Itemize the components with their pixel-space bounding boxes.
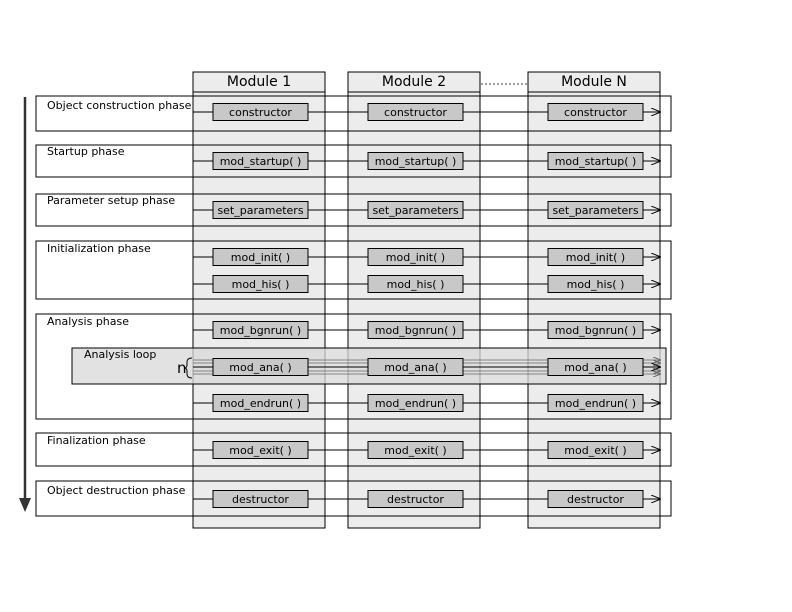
- function-label: set_parameters: [217, 204, 303, 217]
- function-box-set-parameters: [367, 201, 464, 219]
- function-box-set-parameters: [547, 201, 644, 219]
- function-label: mod_his( ): [567, 278, 625, 291]
- loop-brace-icon: [183, 357, 193, 379]
- function-box-mod-his: [547, 275, 644, 293]
- function-box-mod-ana: [367, 358, 464, 376]
- function-label: destructor: [387, 493, 444, 506]
- function-label: constructor: [229, 106, 292, 119]
- function-box-mod-exit: [367, 441, 464, 459]
- function-label: mod_endrun( ): [220, 397, 301, 410]
- loop-count-label: n: [177, 359, 187, 377]
- function-label: mod_init( ): [386, 251, 445, 264]
- phase-label: Initialization phase: [47, 242, 151, 255]
- function-label: mod_startup( ): [375, 155, 457, 168]
- function-box-mod-bgnrun: [367, 321, 464, 339]
- function-label: mod_startup( ): [555, 155, 637, 168]
- function-box-mod-startup: [367, 152, 464, 170]
- function-box-constructor: [212, 103, 309, 121]
- function-box-mod-startup: [212, 152, 309, 170]
- phase-label: Analysis phase: [47, 315, 129, 328]
- function-box-constructor: [547, 103, 644, 121]
- function-label: mod_init( ): [566, 251, 625, 264]
- phase-label: Parameter setup phase: [47, 194, 175, 207]
- function-box-mod-exit: [212, 441, 309, 459]
- module-title: Module N: [561, 74, 627, 90]
- function-box-mod-init: [367, 248, 464, 266]
- function-box-mod-ana: [212, 358, 309, 376]
- function-label: mod_ana( ): [384, 361, 446, 374]
- function-label: mod_ana( ): [564, 361, 626, 374]
- function-box-destructor: [367, 490, 464, 508]
- module-column: Module 1: [192, 71, 326, 529]
- phase-box-object-construction: Object construction phase: [35, 95, 672, 132]
- function-box-mod-exit: [547, 441, 644, 459]
- phase-label: Object construction phase: [47, 99, 192, 112]
- time-arrow: [19, 97, 31, 512]
- function-label: mod_bgnrun( ): [220, 324, 301, 337]
- function-label: mod_his( ): [387, 278, 445, 291]
- function-box-mod-ana: [547, 358, 644, 376]
- function-box-set-parameters: [212, 201, 309, 219]
- function-box-mod-endrun: [212, 394, 309, 412]
- phase-box-parameter-setup: Parameter setup phase: [35, 193, 672, 227]
- function-box-mod-bgnrun: [547, 321, 644, 339]
- function-box-mod-startup: [547, 152, 644, 170]
- function-label: mod_endrun( ): [375, 397, 456, 410]
- function-label: mod_exit( ): [384, 444, 446, 457]
- module-column: Module 2: [347, 71, 481, 529]
- function-label: mod_ana( ): [229, 361, 291, 374]
- function-label: set_parameters: [552, 204, 638, 217]
- function-label: destructor: [232, 493, 289, 506]
- function-label: constructor: [564, 106, 627, 119]
- function-box-constructor: [367, 103, 464, 121]
- module-title: Module 2: [382, 74, 446, 90]
- phase-box-analysis: Analysis phase: [35, 313, 672, 420]
- function-box-mod-endrun: [547, 394, 644, 412]
- analysis-loop-label: Analysis loop: [84, 348, 156, 361]
- function-box-mod-init: [547, 248, 644, 266]
- function-label: mod_init( ): [231, 251, 290, 264]
- function-label: mod_bgnrun( ): [555, 324, 636, 337]
- module-column: Module N: [527, 71, 661, 529]
- function-label: mod_his( ): [232, 278, 290, 291]
- phase-box-object-destruction: Object destruction phase: [35, 480, 672, 517]
- function-label: mod_exit( ): [564, 444, 626, 457]
- phase-box-finalization: Finalization phase: [35, 432, 672, 467]
- module-columns: Module 1 Module 2 Module N: [192, 71, 661, 529]
- function-label: mod_endrun( ): [555, 397, 636, 410]
- function-box-mod-init: [212, 248, 309, 266]
- phase-label: Startup phase: [47, 145, 125, 158]
- function-label: destructor: [567, 493, 624, 506]
- function-label: mod_bgnrun( ): [375, 324, 456, 337]
- function-label: mod_startup( ): [220, 155, 302, 168]
- function-label: constructor: [384, 106, 447, 119]
- function-label: set_parameters: [372, 204, 458, 217]
- phase-box-startup: Startup phase: [35, 144, 672, 178]
- phase-label: Finalization phase: [47, 434, 146, 447]
- function-box-mod-endrun: [367, 394, 464, 412]
- function-box-destructor: [547, 490, 644, 508]
- function-label: mod_exit( ): [229, 444, 291, 457]
- function-box-mod-his: [212, 275, 309, 293]
- phase-label: Object destruction phase: [47, 484, 186, 497]
- function-box-mod-bgnrun: [212, 321, 309, 339]
- module-title: Module 1: [227, 74, 291, 90]
- function-rows: constructor constructor constructor mod_sta…: [193, 103, 660, 508]
- phase-box-initialization: Initialization phase: [35, 240, 672, 300]
- function-box-mod-his: [367, 275, 464, 293]
- function-box-destructor: [212, 490, 309, 508]
